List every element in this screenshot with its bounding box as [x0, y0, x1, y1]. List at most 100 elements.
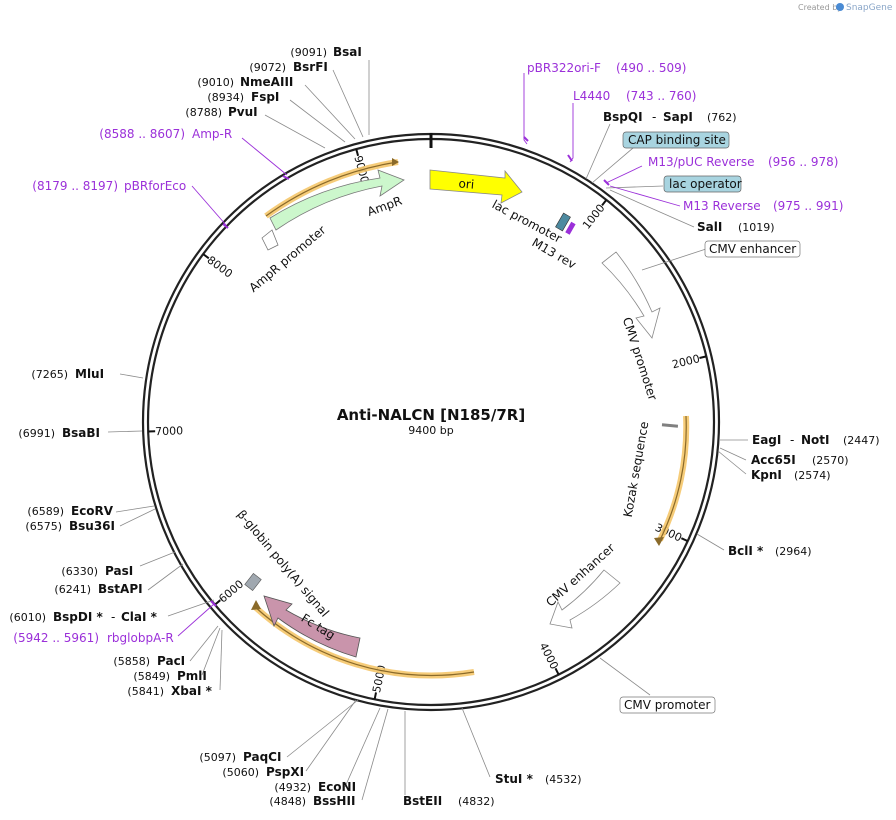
enzyme-stui[interactable]: StuI * (4532): [495, 772, 582, 786]
snapgene-brand: SnapGene: [846, 3, 893, 13]
enzyme-nmeaiii[interactable]: (9010) NmeAIII: [197, 75, 293, 89]
primer-range: (956 .. 978): [768, 155, 838, 169]
insert-orf-line: [659, 415, 687, 541]
enzyme-kpni[interactable]: KpnI (2574): [751, 468, 831, 482]
enzyme-bsai[interactable]: (9091) BsaI: [290, 45, 361, 59]
enzyme-bsabi[interactable]: (6991) BsaBI: [18, 426, 100, 440]
enzyme-acc65i[interactable]: Acc65I (2570): [751, 453, 849, 467]
enzyme-name: PvuI: [228, 105, 258, 119]
primer-amp-r[interactable]: (8588 .. 8607) Amp-R: [99, 127, 232, 141]
svg-text:-: -: [652, 110, 656, 124]
cmv-promoter-box[interactable]: CMV promoter: [619, 696, 716, 714]
enzyme-pos: (762): [707, 111, 737, 124]
enzyme-pos: (2574): [794, 469, 831, 482]
enzyme-pvui[interactable]: (8788) PvuI: [185, 105, 257, 119]
enzyme-name: SalI: [697, 220, 722, 234]
enzyme-name: KpnI: [751, 468, 782, 482]
enzyme-bspqi-sapi[interactable]: BspQI - SapI (762): [603, 110, 737, 124]
enzyme-ecorv[interactable]: (6589) EcoRV: [27, 504, 113, 518]
primer-name: L4440: [573, 89, 610, 103]
primer-range: (743 .. 760): [626, 89, 696, 103]
tick-mark-3000: [680, 537, 689, 543]
enzyme-bcli[interactable]: BclI * (2964): [728, 544, 812, 558]
insert-orf-highlight: [657, 415, 690, 542]
enzyme-bsrfi[interactable]: (9072) BsrFI: [249, 60, 327, 74]
enzyme-name: BstEII: [403, 794, 442, 808]
enzyme-pmli[interactable]: (5849) PmlI: [133, 669, 206, 683]
enzyme-name: BsaI: [333, 45, 362, 59]
enzyme-eagi-noti[interactable]: EagI - NotI (2447): [752, 433, 880, 447]
cmv-promoter-feature[interactable]: [601, 251, 661, 339]
enzyme-econi[interactable]: (4932) EcoNI: [274, 780, 356, 794]
enzyme-pos: (5841): [127, 685, 164, 698]
cap-binding-site-box[interactable]: CAP binding site: [622, 131, 730, 149]
ori-feature[interactable]: [429, 169, 523, 204]
primer-pbr322ori-f[interactable]: pBR322ori-F (490 .. 509): [527, 61, 686, 75]
enzyme-pspxi[interactable]: (5060) PspXI: [222, 765, 304, 779]
enzyme-name: BssHII: [313, 794, 355, 808]
primer-name: rbglobpA-R: [107, 631, 174, 645]
tick-label-7000: 7000: [155, 424, 183, 438]
primer-name: pBR322ori-F: [527, 61, 601, 75]
enzyme-name: XbaI *: [171, 684, 213, 698]
cmv-enhancer-box[interactable]: CMV enhancer: [704, 240, 801, 258]
right-enzymes: BspQI - SapI (762) SalI (1019) EagI - No…: [403, 110, 880, 808]
enzyme-paci[interactable]: (5858) PacI: [113, 654, 185, 668]
enzyme-bsu36i[interactable]: (6575) Bsu36I: [25, 519, 115, 533]
enzyme-bsteii[interactable]: BstEII (4832): [403, 794, 495, 808]
enzyme-sali[interactable]: SalI (1019): [697, 220, 775, 234]
ampr-promoter-feature[interactable]: [261, 229, 279, 251]
primer-range: (8179 .. 8197): [32, 179, 118, 193]
fc-tag-feature[interactable]: [263, 595, 361, 658]
enzyme-pos: (6010): [9, 611, 46, 624]
lac-promoter-label: lac promoter: [490, 197, 564, 245]
enzyme-pos: (4848): [269, 795, 306, 808]
enzyme-pasi[interactable]: (6330) PasI: [61, 564, 133, 578]
enzyme-pos: (6575): [25, 520, 62, 533]
lac-operator-box[interactable]: lac operator: [663, 175, 742, 193]
insert-orf-arrowhead-icon: [654, 537, 664, 546]
enzyme-xbai[interactable]: (5841) XbaI *: [127, 684, 212, 698]
enzyme-name: BspDI *: [53, 610, 103, 624]
tick-mark-9000: [355, 148, 360, 157]
enzyme-bspdi-clai[interactable]: (6010) BspDI * - ClaI *: [9, 610, 157, 624]
enzyme-name: PspXI: [266, 765, 304, 779]
enzyme-paqci[interactable]: (5097) PaqCI: [199, 750, 281, 764]
box-label: CMV promoter: [624, 698, 711, 712]
enzyme-name: Acc65I: [751, 453, 796, 467]
enzyme-pos: (5060): [222, 766, 259, 779]
cmv-enhancer-feature[interactable]: [549, 569, 621, 629]
enzyme-bsshii[interactable]: (4848) BssHII: [269, 794, 355, 808]
plasmid-size: 9400 bp: [408, 424, 453, 437]
enzyme-bstapi[interactable]: (6241) BstAPI: [54, 582, 142, 596]
ori-label: ori: [458, 176, 475, 191]
primer-m13-reverse[interactable]: M13 Reverse (975 .. 991): [683, 199, 843, 213]
enzyme-name: BstAPI: [98, 582, 143, 596]
enzyme-name: EcoNI: [318, 780, 356, 794]
enzyme-name2: SapI: [663, 110, 693, 124]
primer-pbrforeco[interactable]: (8179 .. 8197) pBRforEco: [32, 179, 186, 193]
m13-rev-feature[interactable]: [565, 221, 576, 235]
kozak-label: Kozak sequence: [621, 420, 652, 518]
lac-promoter-feature[interactable]: [555, 212, 571, 232]
enzyme-pos: (5849): [133, 670, 170, 683]
enzyme-pos: (1019): [738, 221, 775, 234]
enzyme-pos: (7265): [31, 368, 68, 381]
tick-mark-2000: [699, 355, 707, 359]
primer-m13-puc-reverse[interactable]: M13/pUC Reverse (956 .. 978): [648, 155, 838, 169]
ampr-feature[interactable]: [269, 169, 405, 231]
primer-rbglobpa-r[interactable]: (5942 .. 5961) rbglobpA-R: [13, 631, 173, 645]
primer-l4440[interactable]: L4440 (743 .. 760): [573, 89, 696, 103]
tick-label-4000: 4000: [537, 641, 561, 672]
enzyme-pos: (4932): [274, 781, 311, 794]
enzyme-fspi[interactable]: (8934) FspI: [207, 90, 279, 104]
enzyme-pos: (6241): [54, 583, 91, 596]
enzyme-name: BclI *: [728, 544, 764, 558]
enzyme-mlui[interactable]: (7265) MluI: [31, 367, 104, 381]
polya-feature[interactable]: [244, 572, 262, 592]
primer-range: (975 .. 991): [773, 199, 843, 213]
primer-name: M13/pUC Reverse: [648, 155, 755, 169]
kozak-feature[interactable]: [661, 423, 679, 428]
svg-text:-: -: [111, 610, 115, 624]
